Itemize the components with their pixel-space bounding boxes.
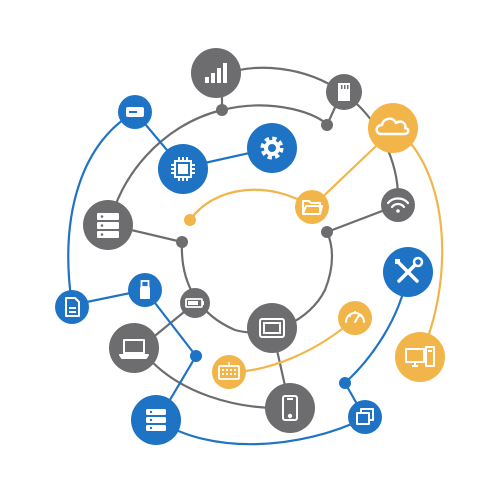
smartphone-icon <box>282 395 298 421</box>
file-icon <box>65 297 80 317</box>
tablet-node <box>247 303 297 353</box>
laptop-icon <box>119 339 149 359</box>
speedometer-icon <box>345 311 365 323</box>
signal-bars-icon <box>205 63 227 83</box>
battery-icon <box>185 298 204 308</box>
junction-dot <box>321 226 333 238</box>
cloud-icon <box>375 117 410 136</box>
orange-link-folder-dot <box>188 188 314 222</box>
desktop-node <box>395 332 445 382</box>
wifi-icon <box>386 197 410 213</box>
speedometer-node <box>338 301 372 335</box>
blue-outer-arc <box>67 110 137 307</box>
chip-node <box>158 144 208 194</box>
hard-drive-node <box>118 95 152 129</box>
gray-inner-arc <box>108 104 329 227</box>
junction-dots <box>176 104 351 389</box>
sd-card-icon <box>338 83 350 101</box>
orange-outer-arc <box>393 126 444 359</box>
phone-node <box>265 383 315 433</box>
wrench-screwdriver-icon <box>395 256 424 283</box>
wifi-node <box>381 188 415 222</box>
server-stack-icon <box>97 213 119 238</box>
junction-dot <box>176 236 188 248</box>
database-node <box>131 395 181 445</box>
laptop-node <box>109 323 159 373</box>
signal-node <box>191 48 241 98</box>
sd-card-node <box>326 74 362 110</box>
file-node <box>55 290 89 324</box>
server-node <box>83 200 133 250</box>
junction-dot <box>190 350 202 362</box>
folder-node <box>295 190 329 224</box>
windows-node <box>348 400 382 434</box>
gear-node <box>247 123 297 173</box>
hard-drive-icon <box>126 107 144 117</box>
blue-bottom-arc <box>156 416 367 446</box>
battery-node <box>180 288 210 318</box>
desktop-computer-icon <box>405 346 435 367</box>
usb-drive-icon <box>140 280 150 299</box>
keyboard-node <box>212 355 246 389</box>
tablet-icon <box>259 318 285 338</box>
junction-dot <box>321 119 333 131</box>
cloud-node <box>368 103 418 153</box>
junction-dot <box>339 377 351 389</box>
database-icon <box>146 409 166 431</box>
junction-dot <box>216 104 228 116</box>
folder-icon <box>302 200 323 215</box>
usb-node <box>128 273 162 307</box>
gear-icon <box>260 136 284 160</box>
junction-dot <box>184 214 196 226</box>
microchip-icon <box>171 157 195 181</box>
tools-node <box>383 247 433 297</box>
windows-icon <box>356 408 374 425</box>
keyboard-icon <box>218 362 240 380</box>
